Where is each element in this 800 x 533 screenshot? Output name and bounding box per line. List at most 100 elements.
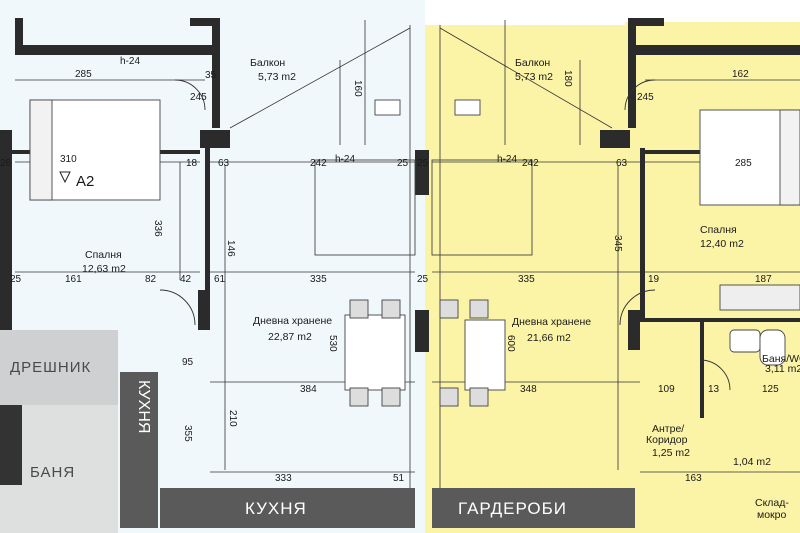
- dim-25: 25: [10, 274, 22, 285]
- column-right: [600, 130, 630, 148]
- dim-530: 530: [327, 335, 338, 352]
- door-left-bedroom: [159, 289, 196, 326]
- room-living-right-area: 21,66 m2: [527, 332, 571, 344]
- dim-146: 146: [225, 240, 236, 257]
- room-living-right-name: Дневна хранене: [512, 316, 591, 328]
- table-left: [344, 314, 406, 391]
- dim-345: 345: [612, 235, 623, 252]
- dim-355: 355: [182, 425, 193, 442]
- room-hall-name2: Коридор: [646, 434, 688, 446]
- room-bedroom-left-area: 12,63 m2: [82, 263, 126, 275]
- dim-160: 160: [352, 80, 363, 97]
- column-left-low: [198, 290, 210, 330]
- column-right-low: [628, 310, 640, 350]
- door-bath: [699, 359, 731, 391]
- wall-top-left-pier2: [190, 18, 220, 26]
- dim-245: 245: [637, 92, 654, 103]
- column-mid-top: [415, 150, 429, 195]
- dim-h24: h-24: [120, 56, 140, 67]
- wardrobe-overlay: [0, 330, 118, 405]
- dim-242-left: 242: [310, 158, 327, 169]
- dim-245: 245: [190, 92, 207, 103]
- wall-left-bed-living: [205, 148, 210, 298]
- dim-19: 19: [648, 274, 660, 285]
- unit-tag-label: A2: [76, 173, 94, 190]
- room-bedroom-right-area: 12,40 m2: [700, 238, 744, 250]
- dim-25: 25: [397, 158, 409, 169]
- chair: [469, 387, 489, 407]
- bottom-bar-right: [432, 488, 635, 528]
- dim-63-right: 63: [616, 158, 628, 169]
- dim-125: 125: [762, 384, 779, 395]
- dim-95: 95: [182, 357, 194, 368]
- dim-163: 163: [685, 473, 702, 484]
- wall-bath-overlay: [0, 405, 22, 485]
- door-balcony-left: [174, 79, 206, 111]
- dim-335-left: 335: [310, 274, 327, 285]
- room-storage-name2: мокро: [757, 509, 786, 521]
- overlay-label-bathroom: БАНЯ: [30, 464, 75, 481]
- wall-balcony-left-side: [212, 18, 220, 128]
- wall-bath-top: [640, 318, 800, 322]
- room-bedroom-left-name: Спалня: [85, 249, 122, 261]
- wall-right-bed-living: [640, 148, 645, 318]
- wall-top-right: [628, 45, 800, 55]
- room-living-left-area: 22,87 m2: [268, 331, 312, 343]
- room-balcony-right-area: 5,73 m2: [515, 71, 553, 83]
- walls: [0, 18, 800, 528]
- column-left: [200, 130, 230, 148]
- overlay-label-wardrobe: ДРЕШНИК: [10, 359, 91, 376]
- section-marker-icon: [59, 171, 71, 184]
- sofa-left: [314, 159, 416, 256]
- room-labels: Балкон 5,73 m2 Балкон 5,73 m2 Спалня 12,…: [82, 57, 800, 521]
- room-living-left-name: Дневна хранене: [253, 315, 332, 327]
- dim-61: 61: [214, 274, 226, 285]
- wardrobe-right: [719, 284, 800, 311]
- chair: [439, 299, 459, 319]
- door-balcony-right: [624, 79, 656, 111]
- dim-h24: h-24: [497, 154, 517, 165]
- wall-balcony-right-side: [628, 18, 636, 128]
- overlay-label-wardrobes: ГАРДЕРОБИ: [458, 499, 567, 518]
- bottom-bar-left: [160, 488, 415, 528]
- overlay-label-kitchen-vertical: КУХНЯ: [135, 380, 152, 433]
- toilet: [759, 329, 786, 366]
- room-bedroom-right-name: Спалня: [700, 224, 737, 236]
- dim-335-right: 335: [518, 274, 535, 285]
- wall-top-right-pier: [628, 18, 664, 26]
- dim-333: 333: [275, 473, 292, 484]
- dim-109: 109: [658, 384, 675, 395]
- room-storage-name: Склад-: [755, 497, 789, 509]
- dim-242-right: 242: [522, 158, 539, 169]
- dim-210: 210: [227, 410, 238, 427]
- furniture: [29, 99, 800, 407]
- dim-51: 51: [393, 473, 405, 484]
- dim-285-right: 285: [735, 158, 752, 169]
- chair: [381, 299, 401, 319]
- dim-35: 35: [205, 70, 217, 81]
- room-storage-area: 1,04 m2: [733, 456, 771, 468]
- dim-h24: h-24: [335, 154, 355, 165]
- dim-310: 310: [60, 154, 77, 165]
- dim-384: 384: [300, 384, 317, 395]
- column-mid-low: [415, 310, 429, 352]
- dim-162: 162: [732, 69, 749, 80]
- side-bar-kitchen: [120, 372, 158, 528]
- right-unit-highlight: [425, 22, 800, 533]
- dim-161: 161: [65, 274, 82, 285]
- bed-left-headboard: [29, 99, 53, 201]
- dim-13: 13: [708, 384, 720, 395]
- bed-right-headboard: [779, 109, 800, 206]
- dim-63-left: 63: [218, 158, 230, 169]
- dim-600: 600: [505, 335, 516, 352]
- room-hall-name: Антре/: [652, 423, 684, 435]
- dim-348: 348: [520, 384, 537, 395]
- balcony-table-left: [374, 99, 401, 116]
- washbasin: [729, 329, 761, 353]
- wall-top-left-pier: [15, 18, 23, 55]
- dimension-labels: 285 310 336 161 82 42 61 335 335 242 242…: [0, 56, 779, 484]
- room-bath-area: 3,11 m2: [765, 363, 800, 375]
- dimension-lines: [15, 20, 800, 488]
- room-bath-name: Баня/WC: [762, 353, 800, 365]
